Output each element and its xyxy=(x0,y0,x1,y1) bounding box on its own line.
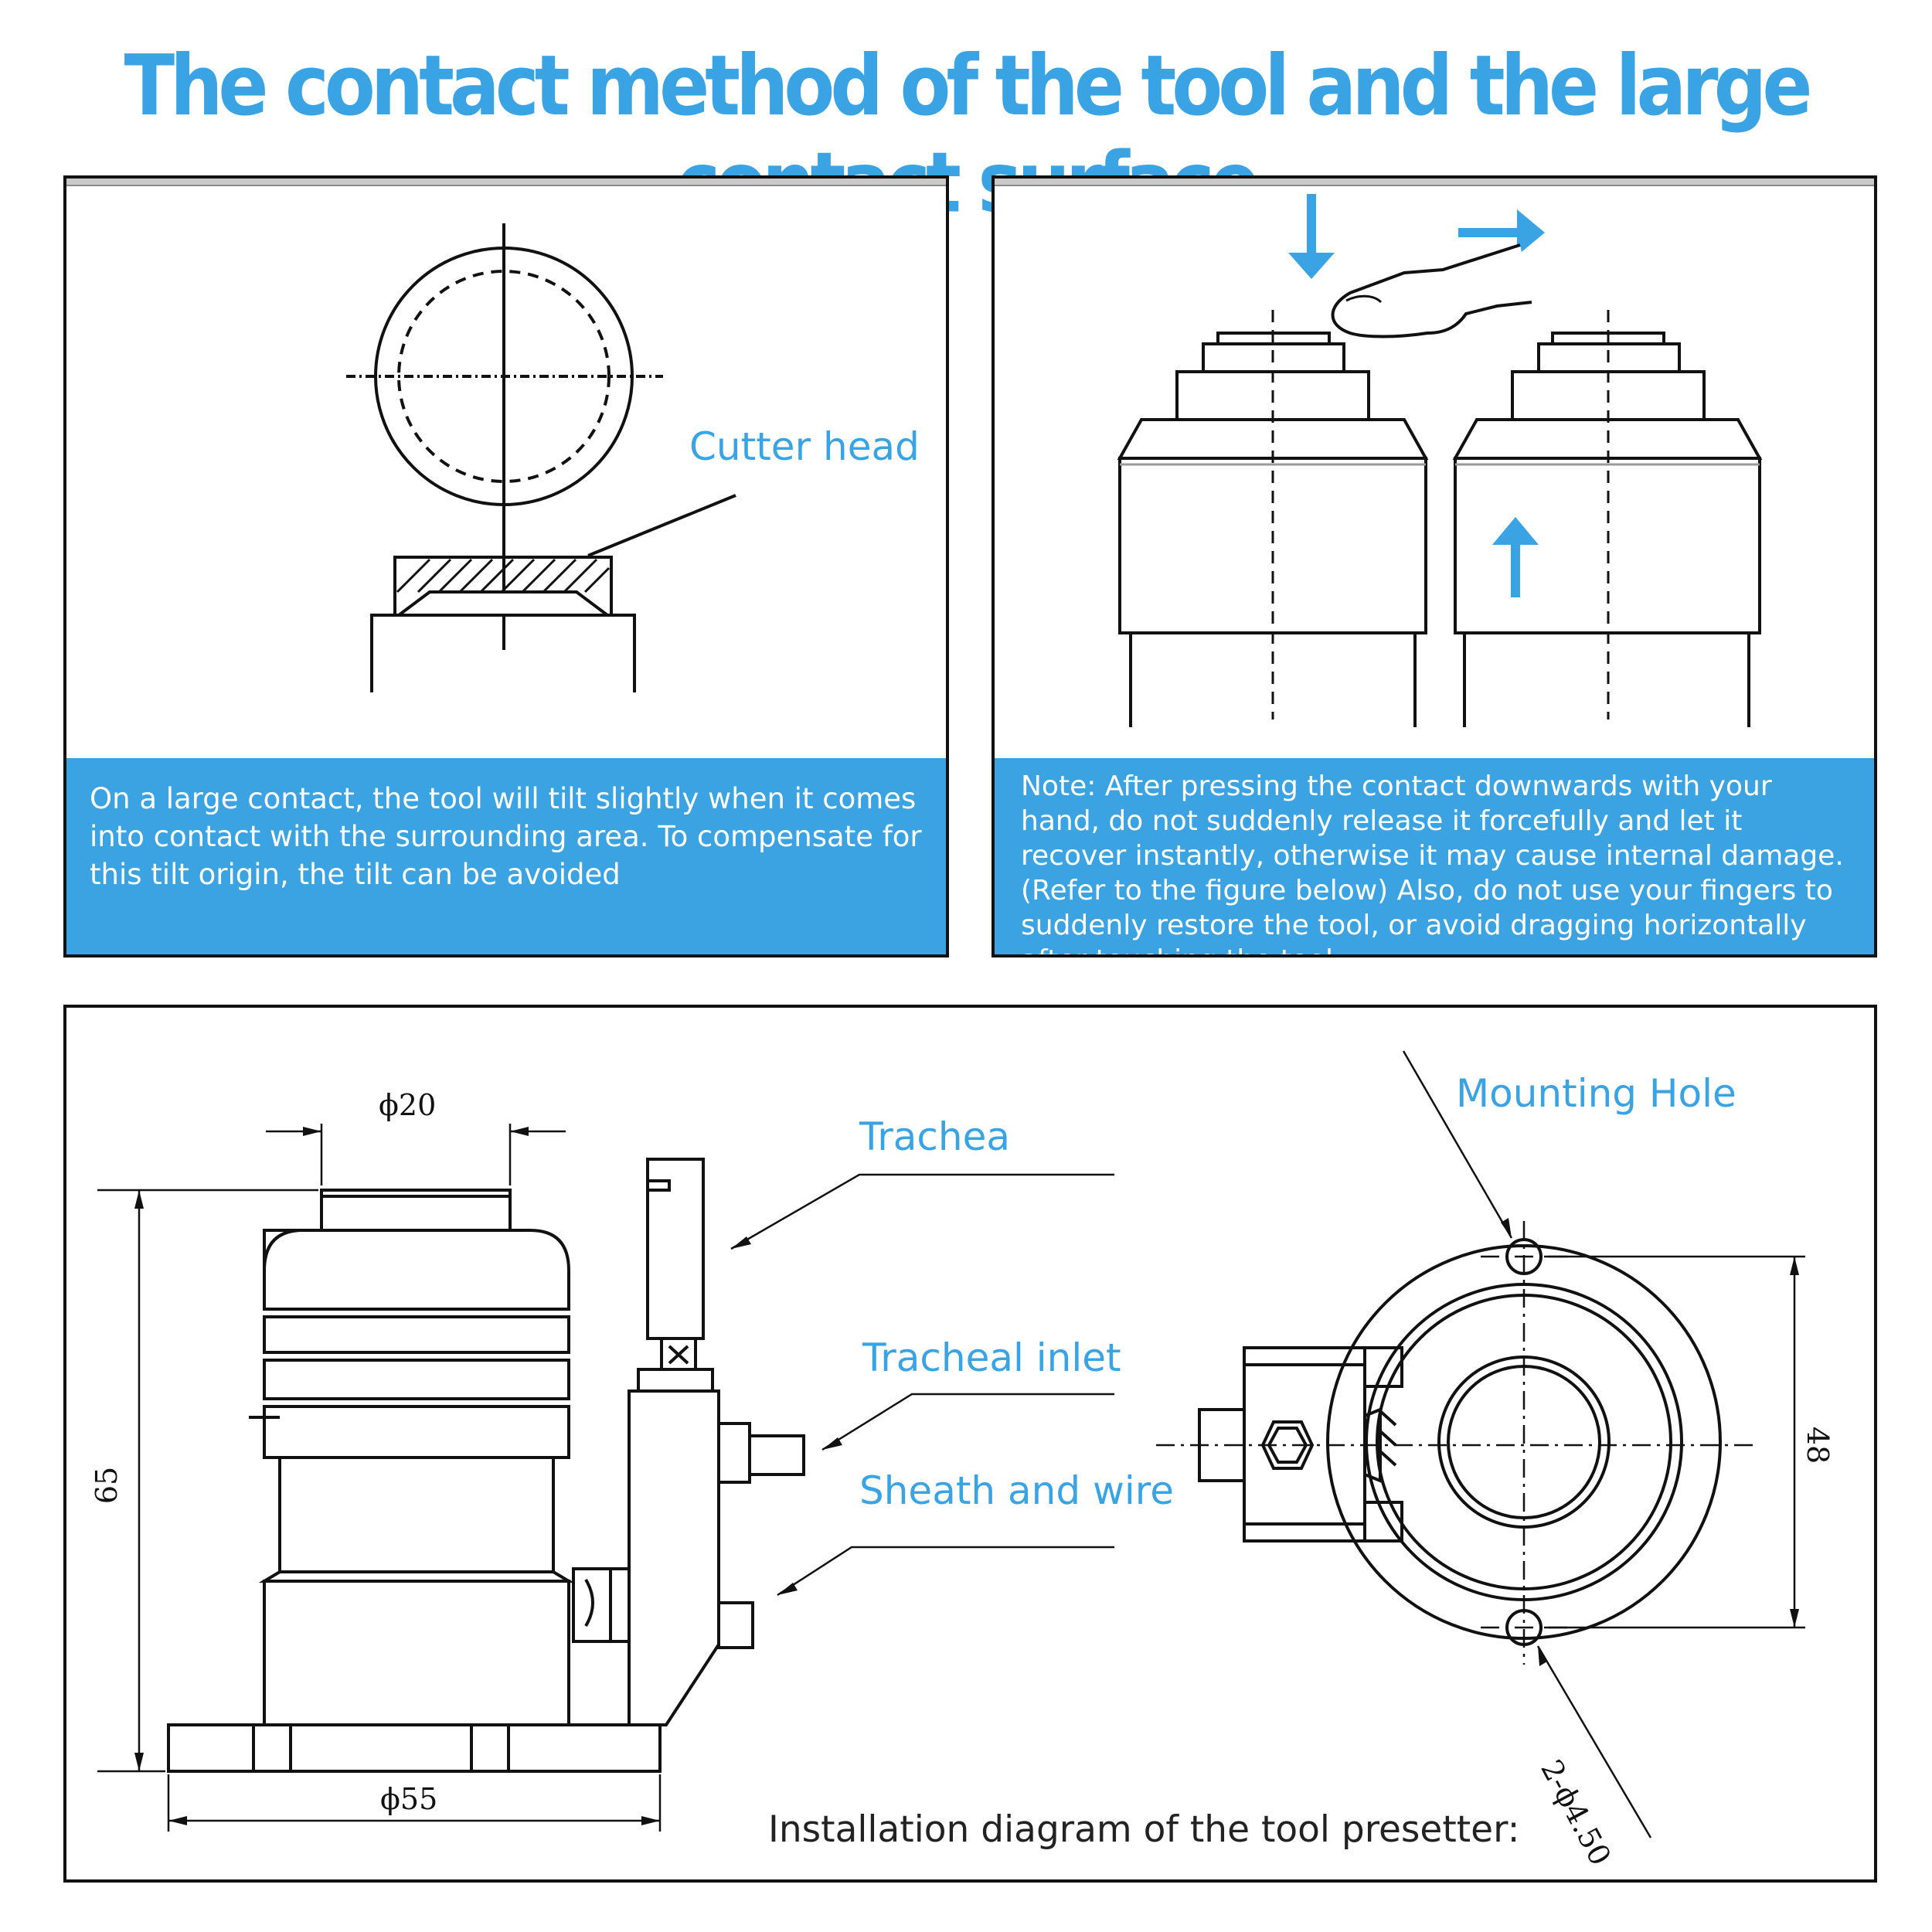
installation-diagram xyxy=(97,1050,1805,1838)
arrow-down-icon xyxy=(1288,194,1335,279)
label-cutter-head: Cutter head xyxy=(689,424,920,469)
caption-press-warning: Note: After pressing the contact downwar… xyxy=(995,758,1874,954)
finger-icon xyxy=(1331,243,1532,338)
panel-press-note: Note: After pressing the contact downwar… xyxy=(992,175,1877,957)
press-release-diagram xyxy=(1117,194,1763,727)
arrow-up-icon xyxy=(1492,517,1539,597)
installation-caption: Installation diagram of the tool presett… xyxy=(768,1808,1520,1851)
panel-installation: Trachea Tracheal inlet Sheath and wire M… xyxy=(63,1005,1877,1883)
panel-cutter-head: Cutter head On a large contact, the tool… xyxy=(63,175,949,957)
dim-base-diameter: ϕ55 xyxy=(380,1782,438,1816)
label-mounting-hole: Mounting Hole xyxy=(1456,1071,1736,1116)
dim-hole-spacing: 48 xyxy=(1801,1426,1835,1464)
arrow-right-icon xyxy=(1458,209,1545,256)
label-trachea: Trachea xyxy=(859,1114,1010,1159)
panel-top-rule xyxy=(995,179,1874,186)
dim-height: 65 xyxy=(90,1466,124,1505)
cutter-head-diagram xyxy=(346,223,736,692)
dim-top-diameter: ϕ20 xyxy=(379,1088,437,1122)
label-tracheal-inlet: Tracheal inlet xyxy=(862,1335,1121,1380)
label-sheath-wire: Sheath and wire xyxy=(859,1468,1174,1513)
panel-top-rule xyxy=(66,179,946,186)
caption-tilt-note: On a large contact, the tool will tilt s… xyxy=(66,758,946,954)
